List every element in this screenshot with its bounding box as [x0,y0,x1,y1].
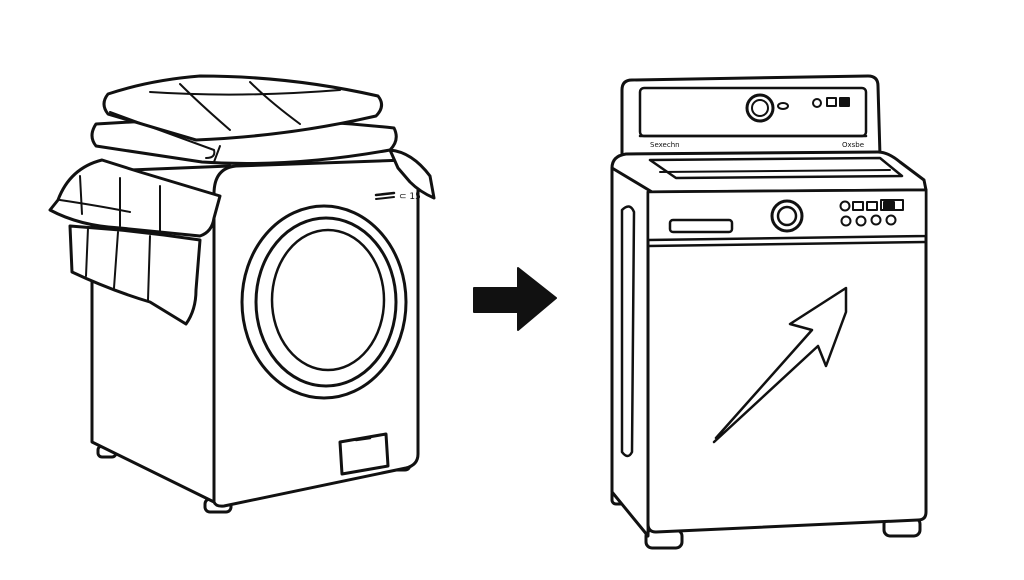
diagonal-arrow-icon [712,286,848,444]
button-icon [812,98,822,108]
button-icon [826,97,837,107]
control-badge: ⊂ 15 [374,191,421,202]
top-left-label: Sexechn [650,141,680,149]
badge-text: ⊂ 15 [399,192,421,202]
top-load-washer: Sexechn Oxsbe [610,74,928,550]
dial-icon [770,199,804,233]
button-panel [839,199,904,227]
right-arrow-icon [473,267,557,331]
button-icon [777,102,789,110]
top-right-label: Oxsbe [842,141,864,149]
filter-hatch-icon [338,432,390,476]
button-icon [839,97,850,107]
folded-blanket-icon [48,74,436,326]
rear-dial-icon [745,93,775,123]
washer-door-icon [240,204,408,400]
display-icon [668,218,734,234]
